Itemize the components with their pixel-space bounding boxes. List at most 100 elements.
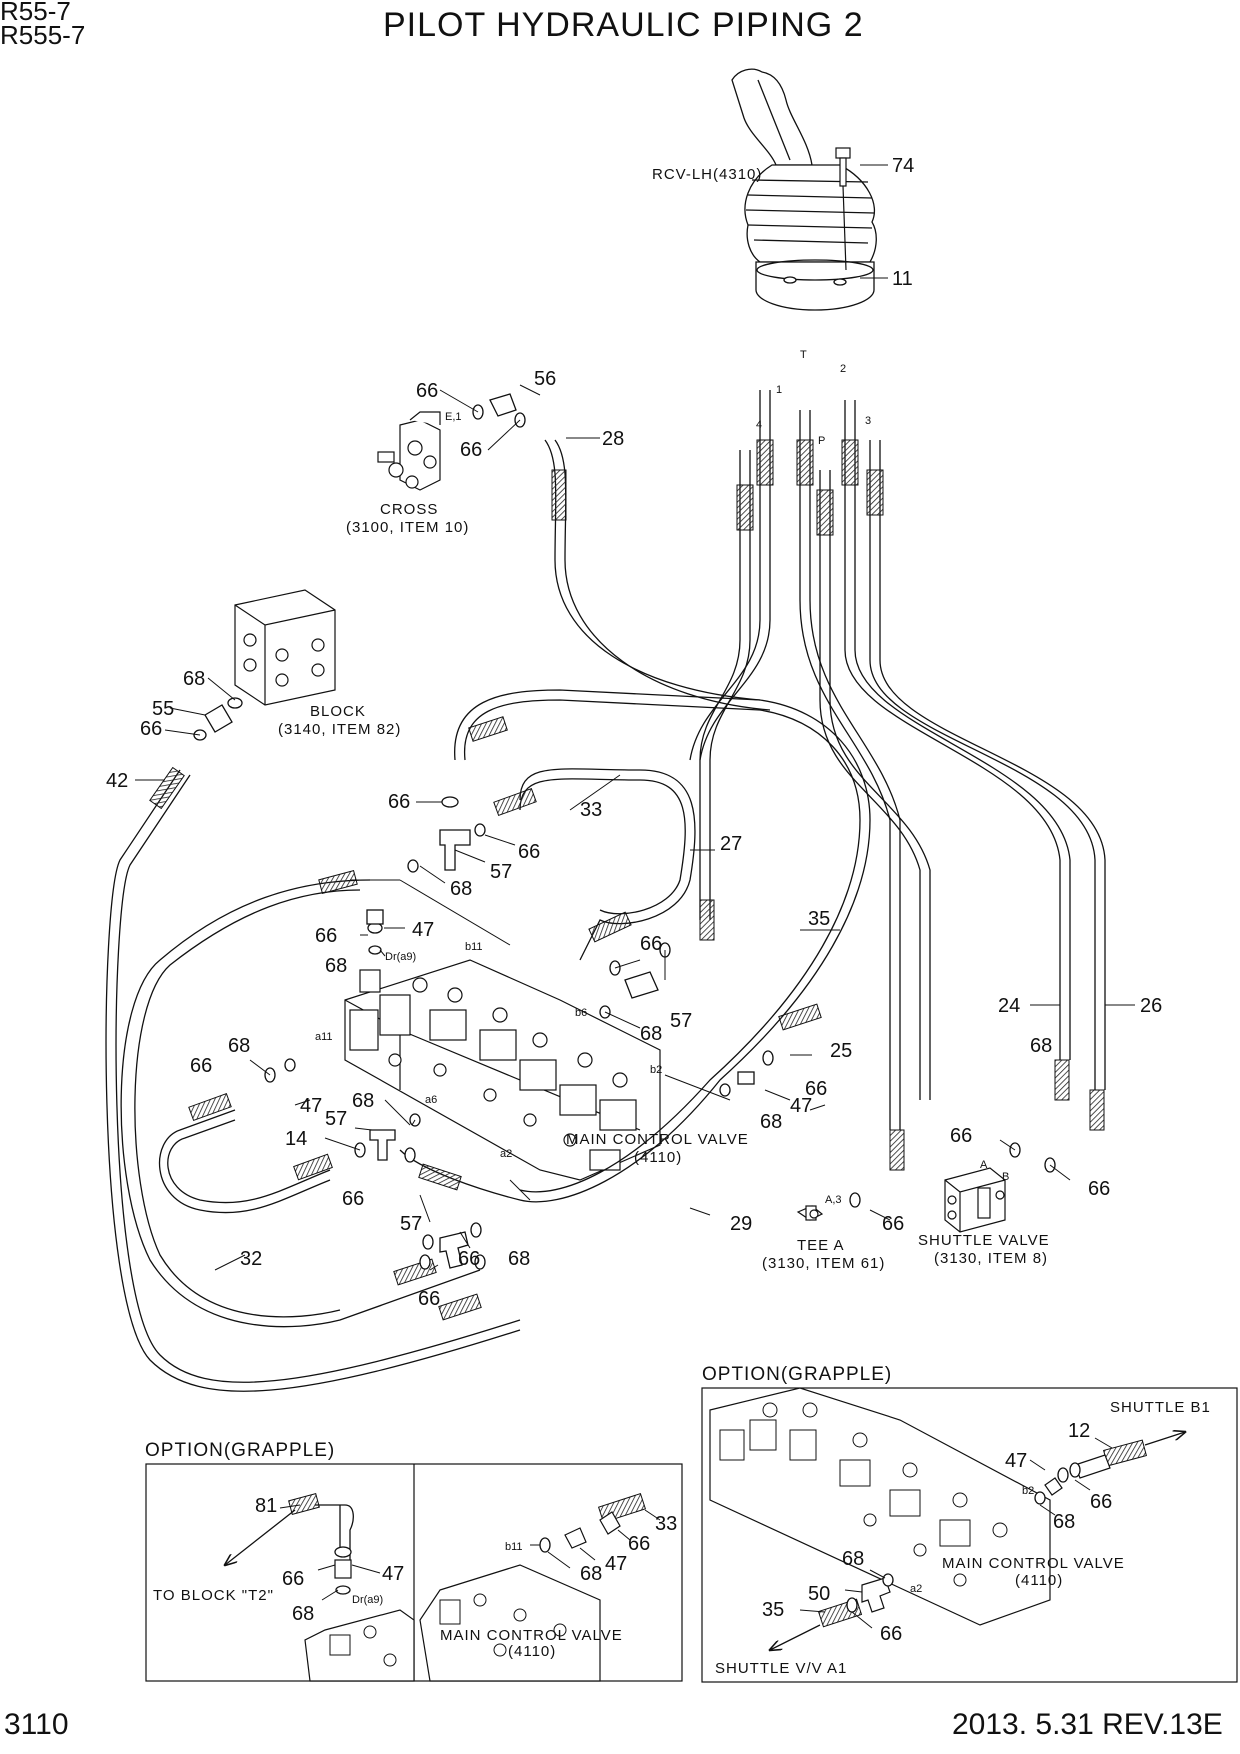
callout-74: 74 (892, 155, 914, 177)
block-component (234, 589, 336, 706)
block-label-1: BLOCK (310, 703, 366, 720)
opt-left-callout-47: 47 (605, 1553, 627, 1575)
shuttle-valve (944, 1167, 1006, 1233)
callout-35: 35 (808, 908, 830, 930)
shuttle-label-2: (3130, ITEM 8) (934, 1250, 1048, 1267)
callout-27: 27 (720, 833, 742, 855)
main-control-valve (344, 959, 661, 1181)
mcv-label-2: (4110) (634, 1149, 682, 1166)
rcv-joystick (731, 68, 877, 311)
tee-label-2: (3130, ITEM 61) (762, 1255, 885, 1272)
port-a6: a6 (425, 1094, 437, 1106)
rcv-label: RCV-LH(4310) (652, 166, 762, 183)
callout-57: 57 (325, 1108, 347, 1130)
port-b11: b11 (465, 941, 483, 953)
callout-66: 66 (805, 1078, 827, 1100)
port-a3: A,3 (825, 1194, 842, 1206)
callout-42: 42 (106, 770, 128, 792)
opt-left-mcv-2: (4110) (508, 1643, 556, 1660)
rcv-port-4: 4 (756, 419, 762, 431)
opt-left-to-block: TO BLOCK "T2" (153, 1587, 274, 1604)
port-b: B (1002, 1171, 1009, 1183)
component-captions: RCV-LH(4310) CROSS (3100, ITEM 10) BLOCK… (278, 166, 1050, 1272)
callout-numbers: 74 11 66 56 66 28 68 55 66 42 66 57 66 3… (106, 155, 1162, 1310)
callout-66: 66 (190, 1055, 212, 1077)
callout-66: 66 (388, 791, 410, 813)
opt-right-shuttle-b1: SHUTTLE B1 (1110, 1399, 1211, 1416)
opt-right-callout-66: 66 (880, 1623, 902, 1645)
opt-left-port-dr: Dr(a9) (352, 1594, 383, 1606)
leader-lines (135, 164, 1135, 1271)
callout-68: 68 (508, 1248, 530, 1270)
callout-26: 26 (1140, 995, 1162, 1017)
callout-66: 66 (315, 925, 337, 947)
cross-label-1: CROSS (380, 501, 438, 518)
callout-68: 68 (325, 955, 347, 977)
opt-right-port-b2: b2 (1022, 1485, 1034, 1497)
callout-66: 66 (1088, 1178, 1110, 1200)
callout-24: 24 (998, 995, 1020, 1017)
callout-68: 68 (183, 668, 205, 690)
revision-date: 2013. 5.31 REV.13E (952, 1708, 1223, 1741)
callout-33: 33 (580, 799, 602, 821)
port-a2: a2 (500, 1148, 512, 1160)
opt-left-mcv-1: MAIN CONTROL VALVE (440, 1627, 623, 1644)
opt-right-callout-35: 35 (762, 1599, 784, 1621)
port-a: A (980, 1159, 988, 1171)
callout-68: 68 (760, 1111, 782, 1133)
option-right-panel: OPTION(GRAPPLE) (701, 1364, 1238, 1683)
callout-68: 68 (450, 878, 472, 900)
cross-fitting (377, 411, 441, 491)
port-a11: a11 (315, 1031, 333, 1043)
port-e1: E,1 (445, 411, 462, 423)
callout-66: 66 (640, 933, 662, 955)
callout-68: 68 (352, 1090, 374, 1112)
port-labels: T 1 2 3 4 P E,1 Dr(a9) b11 a11 b6 a6 b2 … (315, 349, 1009, 1206)
option-left-heading: OPTION(GRAPPLE) (145, 1440, 335, 1461)
callout-68: 68 (228, 1035, 250, 1057)
callout-68: 68 (640, 1023, 662, 1045)
rcv-port-t: T (800, 349, 807, 361)
callout-66: 66 (460, 439, 482, 461)
opt-left-callout-68: 68 (292, 1603, 314, 1625)
callout-56: 56 (534, 368, 556, 390)
opt-right-callout-66: 66 (1090, 1491, 1112, 1513)
opt-left-callout-81: 81 (255, 1495, 277, 1517)
callout-68: 68 (1030, 1035, 1052, 1057)
callout-47: 47 (790, 1095, 812, 1117)
port-dr-a9: Dr(a9) (385, 951, 416, 963)
opt-right-mcv-1: MAIN CONTROL VALVE (942, 1555, 1125, 1572)
opt-left-callout-68: 68 (580, 1563, 602, 1585)
tee-label-1: TEE A (797, 1237, 845, 1254)
rcv-port-3: 3 (865, 415, 871, 427)
callout-66: 66 (882, 1213, 904, 1235)
tee-a-fitting (796, 1205, 824, 1221)
rcv-port-1: 1 (776, 384, 782, 396)
callout-47: 47 (300, 1095, 322, 1117)
opt-right-callout-68: 68 (842, 1548, 864, 1570)
opt-right-callout-47: 47 (1005, 1450, 1027, 1472)
callout-66: 66 (140, 718, 162, 740)
callout-66: 66 (950, 1125, 972, 1147)
option-left-panel: OPTION(GRAPPLE) 81 47 66 68 TO BLOCK "T2… (145, 1440, 683, 1682)
callout-25: 25 (830, 1040, 852, 1062)
callout-11: 11 (892, 268, 913, 290)
callout-66: 66 (518, 841, 540, 863)
opt-right-callout-50: 50 (808, 1583, 830, 1605)
model-line-2: R555-7 (0, 20, 86, 50)
callout-66: 66 (458, 1248, 480, 1270)
bolt-74 (835, 147, 851, 271)
cross-label-2: (3100, ITEM 10) (346, 519, 469, 536)
callout-55: 55 (152, 698, 174, 720)
hose-ends (149, 439, 1105, 1321)
mcv-label-1: MAIN CONTROL VALVE (566, 1131, 749, 1148)
shuttle-label-1: SHUTTLE VALVE (918, 1232, 1050, 1249)
opt-left-callout-47: 47 (382, 1563, 404, 1585)
opt-left-callout-33: 33 (655, 1513, 677, 1535)
callout-47: 47 (412, 919, 434, 941)
callout-57: 57 (670, 1010, 692, 1032)
opt-left-callout-66: 66 (282, 1568, 304, 1590)
model-line-1: R55-7 (0, 0, 71, 26)
callout-28: 28 (602, 428, 624, 450)
rcv-port-2: 2 (840, 363, 846, 375)
